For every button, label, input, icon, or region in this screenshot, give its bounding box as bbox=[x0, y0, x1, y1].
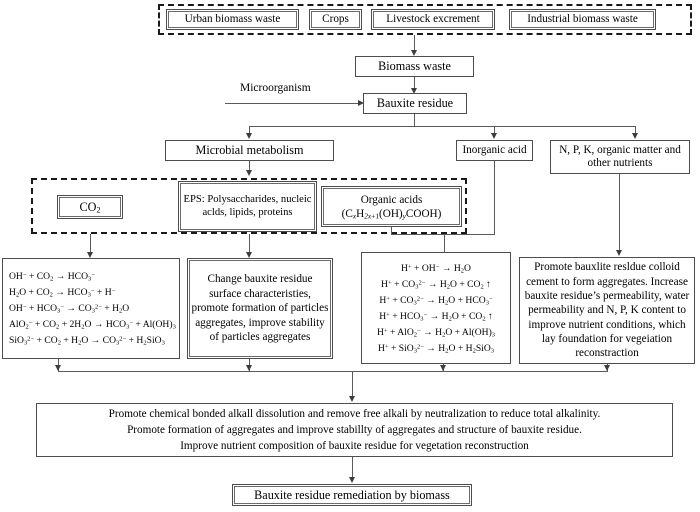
arrow-microbial-to-metabolites bbox=[246, 170, 252, 176]
node-eps-effect[interactable]: Change bauxite residue surface character… bbox=[187, 258, 333, 359]
node-label: N, P, K, organic matter and other nutrie… bbox=[559, 144, 681, 169]
node-label: Microbial metabolism bbox=[195, 143, 304, 158]
arrow-collector-to-summary bbox=[349, 396, 355, 402]
node-nutrient-effect[interactable]: Promote bauxlite resldue colloid cement … bbox=[519, 257, 695, 364]
connector-summary-to-outcome bbox=[352, 457, 353, 480]
equations-acid-neutralization: H+ + OH− → H2O H+ + CO32− → H2O + CO2 ↑ … bbox=[361, 252, 511, 364]
connector-inorganic-elbow bbox=[444, 234, 495, 235]
source-label: Industrial biomass waste bbox=[527, 13, 638, 26]
connector-microbial-to-metabolites bbox=[249, 161, 250, 172]
equation-line: OH− + CO2 → HCO3− bbox=[9, 271, 95, 283]
source-label: Urban biomass waste bbox=[184, 13, 281, 26]
arrow-eps-to-effect bbox=[246, 252, 252, 258]
source-box-industrial-biomass-waste[interactable]: Industrial biomass waste bbox=[509, 9, 656, 30]
connector-inorganic-down bbox=[494, 161, 495, 234]
arrow-to-microbial-metabolism bbox=[246, 133, 252, 139]
node-label: Change bauxite residue surface character… bbox=[191, 273, 329, 344]
node-label: Promote bauxlite resldue colloid cement … bbox=[524, 261, 690, 360]
arrow-collector-eps-effect bbox=[246, 365, 252, 371]
node-label: Bauxite residue remediation by biomass bbox=[254, 487, 450, 502]
organic-acids-title: Organic acids bbox=[360, 193, 423, 206]
source-label: Crops bbox=[322, 13, 349, 26]
node-bauxite-residue[interactable]: Bauxite residue bbox=[363, 93, 467, 114]
node-summary[interactable]: Promote chemical bonded alkall dissoluti… bbox=[36, 403, 673, 457]
source-box-crops[interactable]: Crops bbox=[309, 9, 362, 30]
equation-line: H+ + CO32− → H2O + HCO3− bbox=[379, 294, 493, 306]
organic-acids-formula: (CxH2x+1(OH)yCOOH) bbox=[341, 207, 442, 220]
connector-biomass-to-bauxite bbox=[414, 77, 415, 90]
arrow-collector-carbonation bbox=[55, 365, 61, 371]
connector-organic-acids-to-acid-eq bbox=[444, 234, 445, 254]
summary-line: Improve nutrient composition of bauxite … bbox=[180, 440, 529, 453]
connector-eps-to-effect bbox=[249, 234, 250, 254]
connector-sources-to-biomass bbox=[414, 35, 415, 52]
equation-line: H+ + SiO32− → H2O + H2SiO3 bbox=[377, 342, 495, 354]
metabolites-group bbox=[31, 178, 467, 234]
collector-bus-horizontal bbox=[58, 371, 608, 372]
source-box-urban-biomass-waste[interactable]: Urban biomass waste bbox=[166, 9, 299, 30]
equation-line: H+ + OH− → H2O bbox=[401, 262, 471, 274]
node-inorganic-acid[interactable]: Inorganic acid bbox=[456, 140, 533, 161]
source-box-livestock-excrement[interactable]: Livestock excrement bbox=[371, 9, 495, 30]
arrow-to-nutrients bbox=[632, 133, 638, 139]
microorganism-label: Microorganism bbox=[240, 82, 311, 94]
equation-line: H+ + HCO3− → H2O + CO2 ↑ bbox=[379, 310, 493, 322]
arrow-nutrients-to-effect bbox=[616, 250, 622, 256]
arrow-sources-to-biomass bbox=[411, 50, 417, 56]
equation-line: OH− + HCO3− → CO32− + H2O bbox=[9, 303, 130, 315]
connector-nutrients-to-effect bbox=[619, 174, 620, 253]
collector-to-summary bbox=[352, 371, 353, 399]
equation-line: SiO32− + CO2 + H2O → CO32− + H2SiO3 bbox=[9, 335, 165, 347]
summary-line: Promote formation of aggregates and impr… bbox=[127, 423, 582, 436]
node-microbial-metabolism[interactable]: Microbial metabolism bbox=[165, 140, 334, 161]
arrow-summary-to-outcome bbox=[349, 477, 355, 483]
node-biomass-waste[interactable]: Biomass waste bbox=[355, 56, 474, 77]
arrow-collector-acid-eq bbox=[440, 365, 446, 371]
branch-drop-microbial bbox=[249, 126, 250, 135]
equation-line: H+ + CO32− → H2O + CO2 ↑ bbox=[381, 278, 491, 290]
arrow-microorganism-to-bauxite bbox=[358, 100, 364, 106]
node-label: Biomass waste bbox=[378, 59, 451, 74]
source-label: Livestock excrement bbox=[386, 13, 480, 26]
node-outcome[interactable]: Bauxite residue remediation by biomass bbox=[232, 484, 472, 506]
node-label: Bauxite residue bbox=[376, 96, 454, 111]
node-nutrients[interactable]: N, P, K, organic matter and other nutrie… bbox=[550, 140, 690, 174]
node-label: EPS: Polysaccharides, nucleic aclds, lip… bbox=[183, 193, 312, 218]
connector-bauxite-down bbox=[414, 114, 415, 126]
connector-organic-acids-elbow bbox=[391, 234, 444, 235]
node-label: Inorganic acid bbox=[462, 144, 527, 157]
connector-organic-acids-down bbox=[391, 227, 392, 234]
co2-label: CO2 bbox=[79, 199, 101, 215]
branch-drop-inorganic bbox=[494, 126, 495, 135]
branch-bus-horizontal bbox=[249, 126, 636, 127]
equation-line: H2O + CO2 → HCO3− + H− bbox=[9, 287, 116, 299]
node-eps[interactable]: EPS: Polysaccharides, nucleic aclds, lip… bbox=[178, 181, 317, 232]
equation-line: AlO2− + CO2 + 2H2O → HCO3− + Al(OH)3 bbox=[9, 319, 176, 331]
equations-carbonation: OH− + CO2 → HCO3− H2O + CO2 → HCO3− + H−… bbox=[2, 258, 180, 359]
connector-co2-to-carbonation bbox=[90, 234, 91, 254]
arrow-biomass-to-bauxite bbox=[411, 88, 417, 94]
equation-line: H+ + AlO2− → H2O + Al(OH)3 bbox=[376, 326, 496, 338]
node-organic-acids[interactable]: Organic acids (CxH2x+1(OH)yCOOH) bbox=[321, 186, 462, 227]
biomass-sources-group bbox=[158, 4, 692, 35]
connector-microorganism-to-bauxite bbox=[225, 103, 362, 104]
summary-line: Promote chemical bonded alkall dissoluti… bbox=[108, 407, 601, 420]
microorganism-text: Microorganism bbox=[240, 82, 311, 94]
arrow-collector-nutrient-effect bbox=[604, 365, 610, 371]
arrow-co2-to-carbonation bbox=[87, 252, 93, 258]
arrow-to-inorganic-acid bbox=[491, 133, 497, 139]
node-co2[interactable]: CO2 bbox=[57, 195, 123, 219]
branch-drop-nutrients bbox=[635, 126, 636, 135]
